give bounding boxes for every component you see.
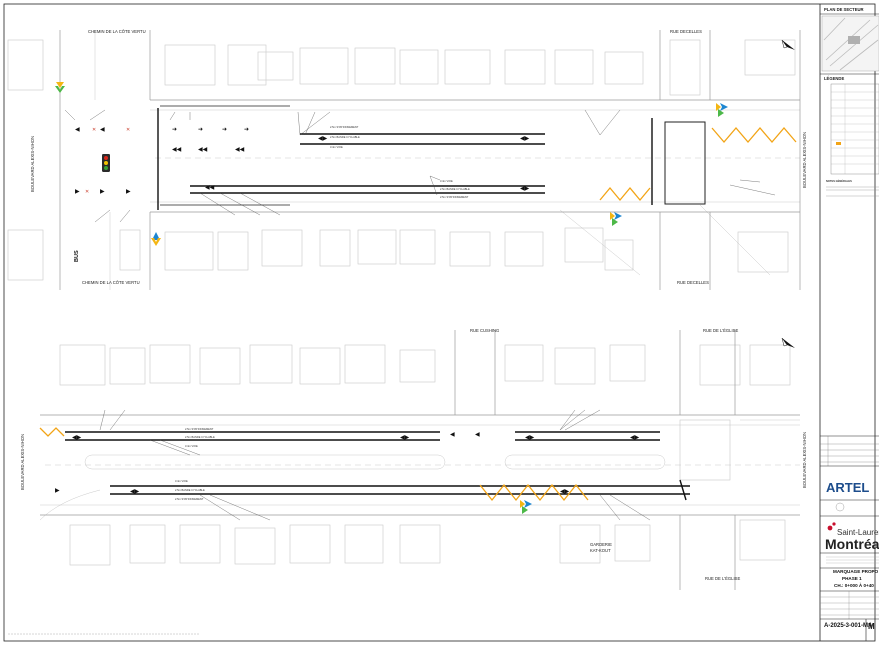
legend-title: LÉGENDE xyxy=(824,76,844,81)
mtl-logo-icon xyxy=(55,82,728,246)
svg-text:◀◀: ◀◀ xyxy=(198,147,208,153)
svg-text:▶: ▶ xyxy=(126,189,131,195)
plan-de-secteur-title: PLAN DE SECTEUR xyxy=(824,7,864,12)
svg-text:◀: ◀ xyxy=(475,432,480,438)
top-road-edges xyxy=(59,30,801,290)
sheet-border xyxy=(3,3,876,642)
bottom-lane-arrows: ◀▶ ◀▶ ◀▶ ◀▶ ◀▶ ◀▶ ▶ ◀ ◀ xyxy=(55,432,640,495)
svg-text:◀▶: ◀▶ xyxy=(400,435,410,441)
drawing-title: MARQUAGE PROPO xyxy=(833,569,879,574)
svg-text:◀: ◀ xyxy=(100,127,105,133)
drawing-chainage: CH.: 0+000 À 0+40 xyxy=(834,582,874,588)
lane-label-lane-top-2: 3.4m VOIE xyxy=(440,179,453,183)
zigzag-top-right xyxy=(711,127,797,143)
lane-label-parking-top: 2.5m STATIONNEMENT xyxy=(330,125,359,129)
svg-text:◀▶: ◀▶ xyxy=(520,186,530,192)
north-arrow-icon xyxy=(781,39,795,50)
svg-text:➜: ➜ xyxy=(244,127,249,133)
street-label-boulevard-left-2: BOULEVARD ALEXIS-NIHON xyxy=(20,434,25,490)
mtl-logo-icon xyxy=(520,500,532,514)
svg-text:➜: ➜ xyxy=(172,127,177,133)
zigzag-bottom-left xyxy=(39,427,65,437)
svg-text:◀▶: ◀▶ xyxy=(130,489,140,495)
drawing-number: A-2025-3-001-MA xyxy=(824,623,873,629)
svg-text:➜: ➜ xyxy=(198,127,203,133)
bus-lane-label: BUS xyxy=(74,250,80,262)
bottom-plan-view: ◀▶ ◀▶ ◀▶ ◀▶ ◀▶ ◀▶ ▶ ◀ ◀ RUE CUSHING RUE DE L'… xyxy=(20,328,807,590)
svg-text:▶: ▶ xyxy=(100,189,105,195)
top-markings xyxy=(157,105,706,210)
lane-label-lane-bottom: 3.4m VOIE xyxy=(185,444,198,448)
street-label-boulevard-right-2: BOULEVARD ALEXIS-NIHON xyxy=(802,432,807,488)
lane-label-parking-bottom-2: 2.5m STATIONNEMENT xyxy=(175,497,204,501)
street-label-decelles-top: RUE DECELLES xyxy=(670,29,702,34)
artelia-logo-text: ARTEL xyxy=(826,480,869,495)
top-plan-view: ➜➜➜➜ ◀◀◀◀◀◀ ◀▶◀▶ ◀◀◀▶ ◀◀ ▶▶▶ xyxy=(7,29,807,290)
bottom-buildings xyxy=(39,344,800,566)
title-block: PLAN DE SECTEUR LÉGENDE NOTES GÉNÉRALES xyxy=(820,7,879,641)
street-label-chemin-bottom: CHEMIN DE LA CÔTE VERTU xyxy=(82,280,140,285)
north-arrow-icon xyxy=(781,337,795,348)
svg-text:◀◀: ◀◀ xyxy=(235,147,245,153)
bike-symbol-icon: ✕ ✕ ✕ xyxy=(85,127,130,195)
svg-text:◀: ◀ xyxy=(75,127,80,133)
zigzag-top-left xyxy=(599,186,651,202)
svg-text:➜: ➜ xyxy=(222,127,227,133)
top-leaders xyxy=(64,109,776,223)
bottom-markings xyxy=(65,431,690,501)
street-label-boulevard-right-1: BOULEVARD ALEXIS-NIHON xyxy=(802,132,807,188)
montreal-label: Montréal xyxy=(825,536,879,552)
lane-label-bike-top: 2.5m BANDE CYCLABLE xyxy=(330,135,360,139)
svg-text:◀: ◀ xyxy=(450,432,455,438)
svg-text:▶: ▶ xyxy=(75,189,80,195)
svg-text:✕: ✕ xyxy=(85,189,89,195)
svg-text:◀▶: ◀▶ xyxy=(520,136,530,142)
sheet-letter: M xyxy=(868,622,875,631)
traffic-light-icon xyxy=(102,154,110,172)
general-notes-title: NOTES GÉNÉRALES xyxy=(826,178,852,183)
zigzag-bottom-center xyxy=(479,483,589,502)
svg-text:✕: ✕ xyxy=(126,127,130,133)
lane-label-parking-bottom: 2.5m STATIONNEMENT xyxy=(185,427,214,431)
svg-text:◀◀: ◀◀ xyxy=(205,185,215,191)
lane-label-bike-top-2: 2.5m BANDE CYCLABLE xyxy=(440,187,470,191)
daycare-name-label: KAT-KOUT xyxy=(590,548,611,553)
bottom-leaders xyxy=(99,409,651,521)
street-label-chemin-top: CHEMIN DE LA CÔTE VERTU xyxy=(88,29,146,34)
svg-text:◀▶: ◀▶ xyxy=(630,435,640,441)
lane-label-bike-bottom-2: 2.5m BANDE CYCLABLE xyxy=(175,488,205,492)
top-lane-arrows: ➜➜➜➜ ◀◀◀◀◀◀ ◀▶◀▶ ◀◀◀▶ ◀◀ ▶▶▶ xyxy=(75,127,530,195)
street-label-cushing: RUE CUSHING xyxy=(470,328,499,333)
svg-text:✕: ✕ xyxy=(92,127,96,133)
street-label-boulevard-left-1: BOULEVARD ALEXIS-NIHON xyxy=(30,136,35,192)
daycare-label: GARDERIE xyxy=(590,542,612,547)
lane-label-lane-top: 3.4m VOIE xyxy=(330,145,343,149)
lane-label-bike-bottom: 2.5m BANDE CYCLABLE xyxy=(185,435,215,439)
street-label-eglise-bottom: RUE DE L'ÉGLISE xyxy=(705,576,740,581)
lane-label-lane-bottom-2: 3.4m VOIE xyxy=(175,479,188,483)
svg-text:◀◀: ◀◀ xyxy=(172,147,182,153)
svg-text:◀▶: ◀▶ xyxy=(72,435,82,441)
street-label-decelles-bottom: RUE DECELLES xyxy=(677,280,709,285)
saint-laurent-label: Saint-Laurent xyxy=(837,528,879,537)
montreal-logo-icon xyxy=(827,522,836,531)
svg-text:◀▶: ◀▶ xyxy=(525,435,535,441)
svg-text:◀▶: ◀▶ xyxy=(318,136,328,142)
svg-text:▶: ▶ xyxy=(55,488,60,494)
drawing-phase: PHASE 1 xyxy=(842,576,862,581)
bottom-road-edges xyxy=(40,330,800,590)
lane-label-parking-top-2: 2.5m STATIONNEMENT xyxy=(440,195,469,199)
street-label-eglise-top: RUE DE L'ÉGLISE xyxy=(703,328,738,333)
legend-table xyxy=(830,83,879,175)
top-buildings xyxy=(7,39,796,281)
svg-text:◀▶: ◀▶ xyxy=(560,489,570,495)
